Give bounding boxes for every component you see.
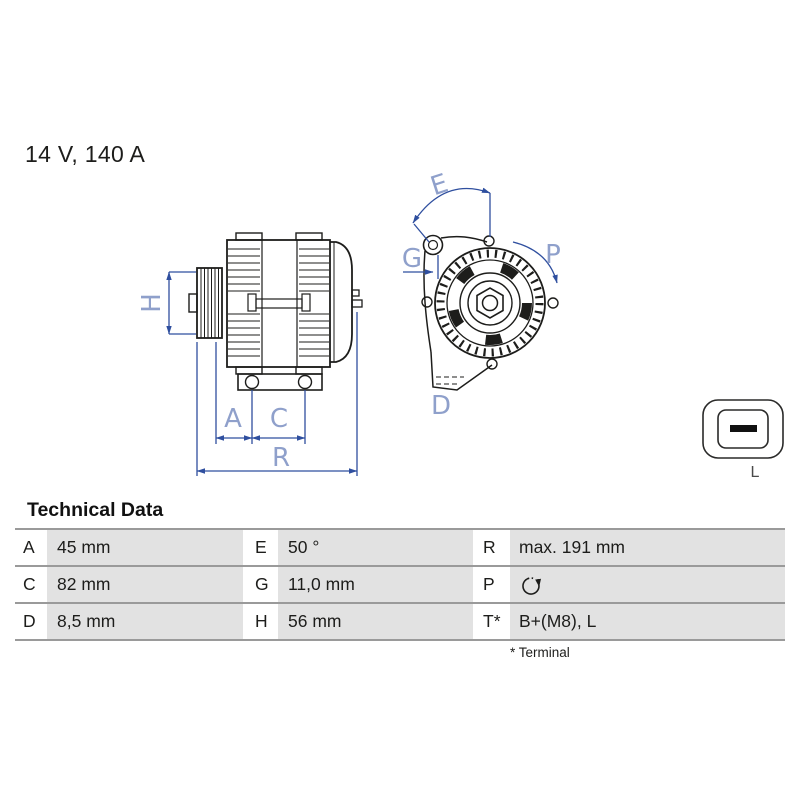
row-label: H (243, 604, 278, 639)
alternator-side-view (188, 232, 363, 391)
dim-label-p: P (545, 240, 561, 270)
clockwise-rotation-icon (522, 576, 542, 595)
row-label: P (473, 567, 510, 602)
row-label: E (243, 530, 278, 565)
dim-label-d: D (431, 391, 451, 421)
table-row: A 45 mm E 50 ° R max. 191 mm (15, 528, 785, 565)
row-label: A (15, 530, 47, 565)
row-value: 11,0 mm (278, 567, 473, 602)
dim-label-c: C (270, 404, 288, 434)
terminal-footnote: * Terminal (510, 645, 570, 660)
dim-label-r: R (272, 443, 290, 473)
row-label: D (15, 604, 47, 639)
dim-label-g: G (402, 244, 422, 274)
row-value (510, 567, 785, 602)
row-label: R (473, 530, 510, 565)
dim-label-h: H (137, 293, 167, 313)
technical-data-heading: Technical Data (27, 499, 164, 521)
side-view-dimensions: H A C R (137, 271, 358, 476)
plug-connector-icon: L (702, 399, 784, 481)
connector-terminal-label: L (751, 464, 760, 481)
row-value: max. 191 mm (510, 530, 785, 565)
dim-label-e: E (427, 169, 452, 203)
table-row: C 82 mm G 11,0 mm P (15, 565, 785, 602)
row-value: 8,5 mm (47, 604, 243, 639)
row-label: T* (473, 604, 510, 639)
table-row: D 8,5 mm H 56 mm T* B+(M8), L (15, 602, 785, 641)
product-spec-title: 14 V, 140 A (25, 141, 146, 167)
row-value: 45 mm (47, 530, 243, 565)
cooling-fins (228, 248, 329, 357)
row-value: B+(M8), L (510, 604, 785, 639)
dim-label-a: A (224, 404, 242, 434)
row-value: 50 ° (278, 530, 473, 565)
row-label: C (15, 567, 47, 602)
terminal-blade (730, 425, 757, 432)
row-value: 82 mm (47, 567, 243, 602)
front-view-dimensions: E G P D (402, 169, 561, 421)
row-label: G (243, 567, 278, 602)
alternator-front-view (421, 234, 559, 391)
technical-data-section: Technical Data A 45 mm E 50 ° R max. 191… (15, 499, 785, 660)
row-value: 56 mm (278, 604, 473, 639)
